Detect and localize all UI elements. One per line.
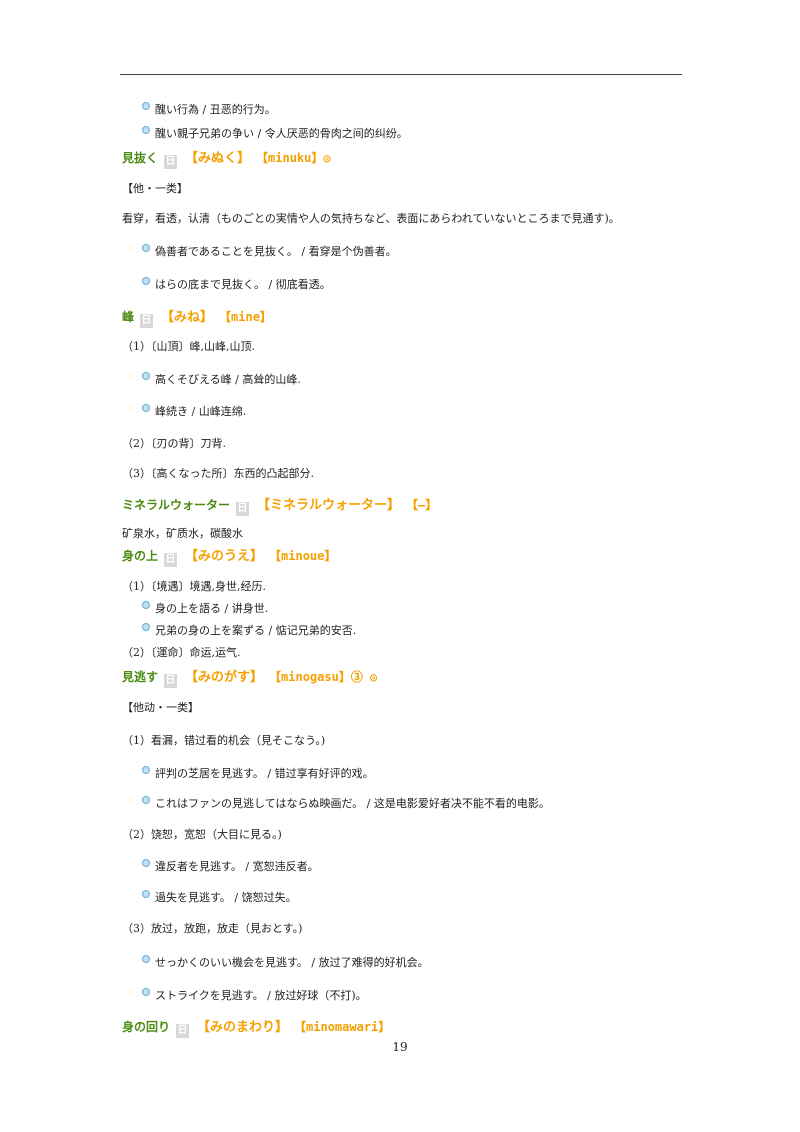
reading-kana: 【みね】 (161, 310, 214, 325)
reading-romaji: 【mine】 (225, 310, 272, 324)
bullet-icon (142, 126, 150, 134)
example-sentence: ストライクを見逃す。 / 放过好球（不打)。 (142, 988, 367, 1003)
bullet-icon (142, 102, 150, 110)
reading-romaji: 【minoue】 (275, 549, 337, 563)
headword-text: ミネラルウォーター (122, 498, 231, 512)
example-text: 違反者を見逃す。 / 宽恕违反者。 (155, 860, 319, 873)
definition-line: （2）〔運命〕命运,运气. (122, 646, 241, 659)
reading-kana: 【みのうえ】 (185, 549, 264, 564)
entry-headword: 見抜く日【みぬく】【minuku】◎ (122, 151, 331, 169)
bullet-icon (142, 859, 150, 867)
example-text: 偽善者であることを見抜く。 / 看穿是个伪善者。 (155, 245, 397, 258)
bullet-icon (142, 277, 150, 285)
headword-text: 見逃す (122, 670, 159, 684)
bullet-icon (142, 890, 150, 898)
example-sentence: 醜い行為 / 丑恶的行为。 (142, 102, 276, 117)
definition-line: （3）〔高くなった所〕东西的凸起部分. (122, 467, 314, 480)
example-text: これはファンの見逃してはならぬ映画だ。 / 这是电影爱好者决不能不看的电影。 (155, 797, 550, 810)
lang-tag: 日 (236, 502, 250, 516)
example-sentence: 評判の芝居を見逃す。 / 错过享有好评的戏。 (142, 766, 374, 781)
example-sentence: 醜い親子兄弟の争い / 令人厌恶的骨肉之间的纠纷。 (142, 126, 408, 141)
bullet-icon (142, 372, 150, 380)
definition-line: （2）饶恕，宽恕（大目に見る。) (122, 828, 282, 841)
page-number: 19 (392, 1040, 408, 1054)
headword-text: 身の上 (122, 549, 159, 563)
reading-kana: 【ミネラルウォーター】 (257, 498, 401, 513)
entry-headword: 身の上日【みのうえ】【minoue】 (122, 549, 336, 567)
entry-headword: 見逃す日【みのがす】【minogasu】③ ◎ (122, 670, 377, 688)
example-sentence: はらの底まで見抜く。 / 彻底看透。 (142, 277, 331, 292)
definition-line: （1）看漏，错过看的机会（見そこなう。) (122, 734, 326, 747)
definition-line: 【他・一类】 (122, 182, 188, 195)
example-text: 兄弟の身の上を案ずる / 惦记兄弟的安否. (155, 624, 357, 637)
reading-kana: 【みのまわり】 (197, 1020, 289, 1035)
lang-tag: 日 (164, 674, 178, 688)
example-text: 峰続き / 山峰连绵. (155, 405, 247, 418)
bullet-icon (142, 601, 150, 609)
bullet-icon (142, 623, 150, 631)
bullet-icon (142, 955, 150, 963)
definition-line: 【他动・一类】 (122, 701, 199, 714)
example-text: はらの底まで見抜く。 / 彻底看透。 (155, 278, 331, 291)
example-sentence: 違反者を見逃す。 / 宽恕违反者。 (142, 859, 319, 874)
reading-romaji: 【minuku】◎ (262, 151, 331, 165)
example-sentence: せっかくのいい機会を見逃す。 / 放过了难得的好机会。 (142, 955, 429, 970)
reading-kana: 【みぬく】 (185, 151, 251, 166)
example-text: ストライクを見逃す。 / 放过好球（不打)。 (155, 989, 367, 1002)
definition-line: （1）〔境遇〕境遇,身世,经历. (122, 580, 266, 593)
lang-tag: 日 (164, 553, 178, 567)
headword-text: 身の回り (122, 1020, 171, 1034)
example-text: 評判の芝居を見逃す。 / 错过享有好评的戏。 (155, 767, 374, 780)
bullet-icon (142, 988, 150, 996)
definition-line: 矿泉水，矿质水，碳酸水 (122, 527, 243, 540)
reading-romaji: 【minogasu】③ ◎ (275, 670, 378, 684)
definition-line: （3）放过，放跑，放走（見おとす。) (122, 922, 303, 935)
example-text: せっかくのいい機会を見逃す。 / 放过了难得的好机会。 (155, 956, 429, 969)
reading-romaji: 【—】 (412, 498, 438, 512)
example-sentence: 兄弟の身の上を案ずる / 惦记兄弟的安否. (142, 623, 357, 638)
headword-text: 峰 (122, 310, 135, 324)
lang-tag: 日 (164, 155, 178, 169)
example-sentence: 高くそびえる峰 / 高耸的山峰. (142, 372, 301, 387)
bullet-icon (142, 404, 150, 412)
header-rule (120, 74, 682, 75)
definition-line: （2）〔刃の背〕刀背. (122, 437, 226, 450)
example-sentence: 身の上を語る / 讲身世. (142, 601, 269, 616)
bullet-icon (142, 796, 150, 804)
bullet-icon (142, 766, 150, 774)
lang-tag: 日 (176, 1024, 190, 1038)
example-sentence: 峰続き / 山峰连绵. (142, 404, 247, 419)
bullet-icon (142, 244, 150, 252)
headword-text: 見抜く (122, 151, 159, 165)
entry-headword: 身の回り日【みのまわり】【minomawari】 (122, 1020, 390, 1038)
definition-line: （1）〔山頂〕峰,山峰,山顶. (122, 340, 255, 353)
example-sentence: 過失を見逃す。 / 饶恕过失。 (142, 890, 297, 905)
example-text: 高くそびえる峰 / 高耸的山峰. (155, 373, 301, 386)
example-text: 醜い親子兄弟の争い / 令人厌恶的骨肉之间的纠纷。 (155, 127, 408, 140)
example-sentence: これはファンの見逃してはならぬ映画だ。 / 这是电影爱好者决不能不看的电影。 (142, 796, 550, 811)
example-text: 醜い行為 / 丑恶的行为。 (155, 103, 276, 116)
entry-headword: ミネラルウォーター日【ミネラルウォーター】【—】 (122, 498, 437, 516)
reading-romaji: 【minomawari】 (300, 1020, 391, 1034)
definition-line: 看穿，看透，认清（ものごとの実情や人の気持ちなど、表面にあらわれていないところま… (122, 212, 620, 225)
example-text: 身の上を語る / 讲身世. (155, 602, 269, 615)
reading-kana: 【みのがす】 (185, 670, 264, 685)
example-text: 過失を見逃す。 / 饶恕过失。 (155, 891, 297, 904)
entry-headword: 峰日【みね】【mine】 (122, 310, 272, 328)
lang-tag: 日 (140, 314, 154, 328)
example-sentence: 偽善者であることを見抜く。 / 看穿是个伪善者。 (142, 244, 397, 259)
